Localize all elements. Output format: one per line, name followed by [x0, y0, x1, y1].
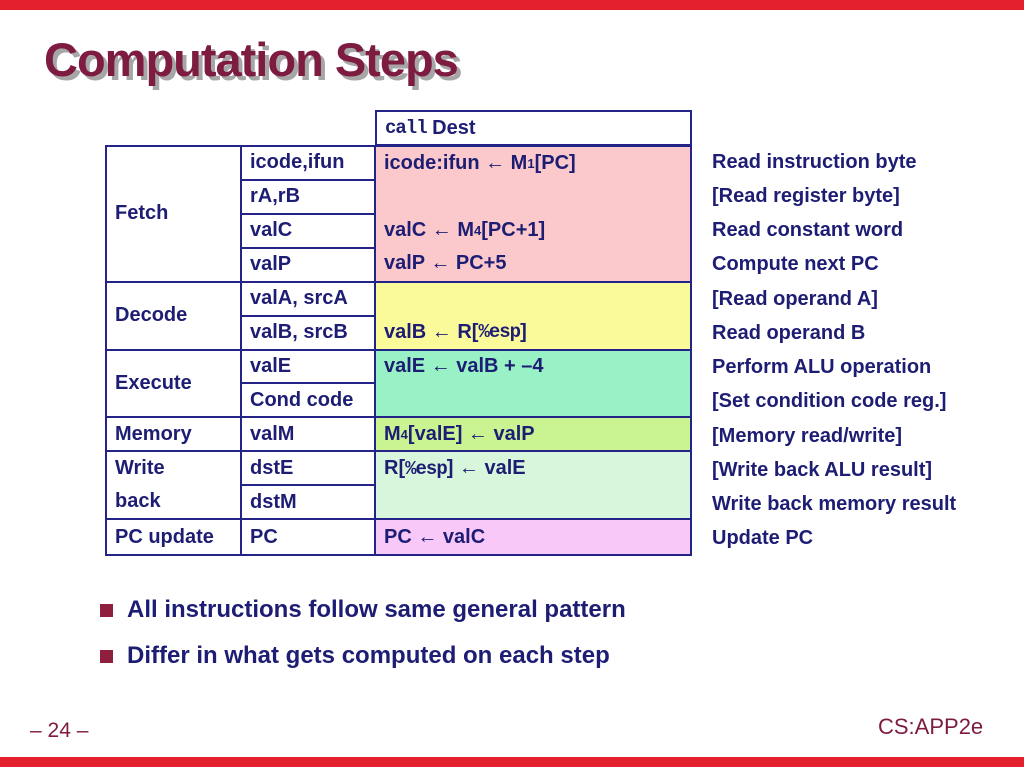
stage-back-line: back: [115, 490, 161, 513]
annotation-memory-read-write: [Memory read/write]: [712, 424, 903, 447]
computation-block-execute: valE ← valB + –4: [376, 350, 690, 419]
computation-line-pc: PC ← valC: [384, 525, 486, 548]
register-cell-dste: dstE: [242, 452, 376, 487]
register-cell-ra-rb: rA,rB: [242, 180, 376, 215]
course-tag: CS:APP2e: [878, 714, 984, 739]
bottom-accent-bar: [0, 757, 1024, 767]
annotation-read-register-byte: [Read register byte]: [712, 184, 900, 207]
computation-line-vale: valE ← valB + –4: [384, 355, 544, 378]
computation-block-pc-update: PC ← valC: [376, 520, 690, 554]
register-cell-vale: valE: [242, 350, 376, 385]
annotation-read-operand-b: Read operand B: [712, 321, 866, 344]
annotation-perform-alu-operation: Perform ALU operation: [712, 356, 932, 379]
annotation-compute-next-pc: Compute next PC: [712, 253, 879, 276]
page-title: Computation Steps: [44, 33, 459, 86]
annotation-read-constant-word: Read constant word: [712, 219, 904, 242]
computation-block-write-back: R[%esp] ← valE: [376, 452, 690, 521]
register-cell-vala-srca: valA, srcA: [242, 282, 376, 317]
page-number: – 24 –: [30, 719, 89, 742]
register-cell-pc: PC: [242, 520, 376, 554]
annotation-write-back-memory-result: Write back memory result: [712, 493, 957, 516]
stage-cell-pc-update: PC update: [107, 520, 242, 554]
computation-line-valb: valB ← R[%esp]: [384, 320, 527, 344]
register-cell-dstm: dstM: [242, 486, 376, 521]
table-header-call-dest: call Dest: [375, 110, 692, 146]
stage-cell-decode: Decode: [107, 282, 242, 351]
annotation-write-back-alu-result: [Write back ALU result]: [712, 458, 933, 481]
computation-line-valp: valP ← PC+5: [384, 252, 507, 275]
annotation-read-instruction-byte: Read instruction byte: [712, 150, 917, 173]
stage-cell-write-back: Write back: [107, 452, 242, 521]
bullet-text: Differ in what gets computed on each ste…: [127, 642, 610, 669]
annotation-column: Read instruction byte [Read register byt…: [712, 145, 1022, 556]
register-cell-icode-ifun: icode,ifun: [242, 147, 376, 181]
register-cell-valc: valC: [242, 214, 376, 249]
annotation-update-pc: Update PC: [712, 527, 814, 550]
bullet-item: All instructions follow same general pat…: [100, 594, 626, 626]
bullet-text: All instructions follow same general pat…: [127, 596, 626, 623]
bullet-square-icon: [100, 649, 113, 663]
stage-cell-memory: Memory: [107, 418, 242, 453]
computation-table: Fetch Decode Execute Memory Write back P…: [105, 145, 692, 556]
bullet-square-icon: [100, 603, 113, 617]
computation-block-decode: valB ← R[%esp]: [376, 282, 690, 351]
computation-line-cond-blank: [376, 383, 690, 416]
annotation-read-operand-a: [Read operand A]: [712, 287, 878, 310]
stage-cell-execute: Execute: [107, 350, 242, 419]
computation-line-vala-blank: [376, 283, 690, 316]
top-accent-bar: [0, 0, 1024, 10]
register-cell-valm: valM: [242, 418, 376, 453]
computation-line-rarb-blank: [376, 180, 690, 213]
computation-line-dstm-blank: [376, 485, 690, 518]
stage-cell-fetch: Fetch: [107, 147, 242, 283]
computation-line-dste: R[%esp] ← valE: [384, 457, 526, 480]
register-cell-valb-srcb: valB, srcB: [242, 316, 376, 351]
register-cell-valp: valP: [242, 248, 376, 283]
annotation-set-condition-code: [Set condition code reg.]: [712, 390, 947, 413]
bullet-list: All instructions follow same general pat…: [100, 594, 626, 686]
bullet-item: Differ in what gets computed on each ste…: [100, 640, 626, 672]
register-cell-cond-code: Cond code: [242, 384, 376, 419]
stage-write-line: Write: [115, 457, 165, 480]
